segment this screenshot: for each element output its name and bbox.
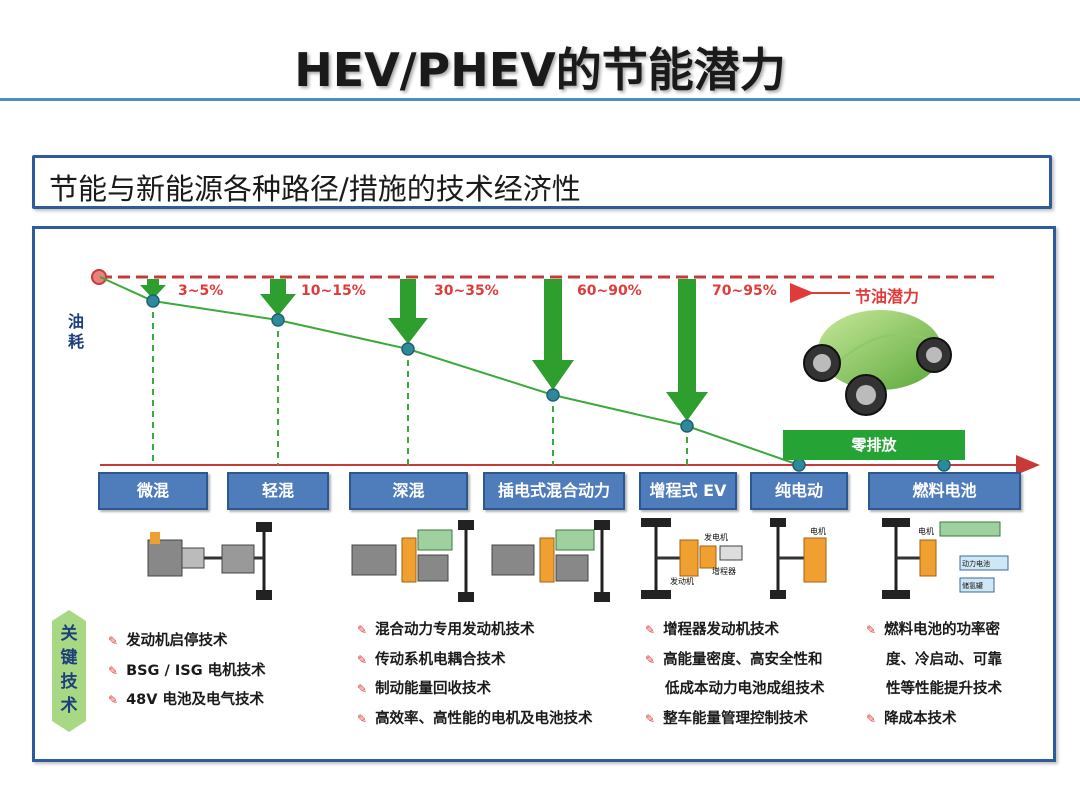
list-item: ✎制动能量回收技术: [357, 681, 492, 697]
list-item: ✎发动机启停技术: [108, 633, 228, 649]
list-item: ✎BSG / ISG 电机技术: [108, 662, 266, 679]
bullet-icon: ✎: [866, 711, 877, 726]
bullet-icon: ✎: [866, 623, 877, 637]
key-tech-char: 术: [60, 696, 78, 716]
node-fcev: [937, 458, 951, 472]
schematic-erev: 发电机 发动机 增程器: [641, 518, 743, 599]
label-engine: 发动机: [670, 576, 694, 586]
category-micro-hybrid: 微混: [98, 472, 208, 510]
bullet-icon: ✎: [108, 634, 119, 648]
node-erev: [680, 419, 694, 433]
bullet-icon: ✎: [108, 663, 119, 678]
bullet-icon: ✎: [645, 652, 656, 667]
label-motor-bev: 电机: [810, 526, 826, 536]
list-item: ✎48V 电池及电气技术: [108, 692, 265, 708]
bullet-icon: ✎: [357, 682, 368, 696]
key-tech-list-erev: ✎增程器发动机技术 ✎高能量密度、高安全性和 低成本动力电池成组技术 ✎整车能量…: [645, 616, 825, 734]
label-range-extender: 增程器: [712, 566, 736, 576]
bullet-icon: ✎: [357, 652, 368, 667]
bullet-icon: ✎: [357, 623, 368, 637]
list-item: ✎整车能量管理控制技术: [645, 710, 809, 727]
key-tech-char: 技: [60, 672, 78, 692]
schematic-phev: [491, 520, 610, 602]
list-item: ✎传动系机电耦合技术: [357, 651, 506, 668]
subtitle: 节能与新能源各种路径/措施的技术经济性: [49, 172, 581, 206]
category-range-extended-ev: 增程式 EV: [639, 472, 737, 510]
schematic-micro: [147, 522, 272, 600]
bullet-icon: ✎: [357, 711, 368, 726]
bullet-icon: ✎: [645, 623, 656, 637]
key-tech-list-hybrid: ✎混合动力专用发动机技术 ✎传动系机电耦合技术 ✎制动能量回收技术 ✎高效率、高…: [357, 616, 593, 734]
list-item: ✎高能量密度、高安全性和: [645, 651, 823, 668]
saving-label-phev: 60~90%: [577, 283, 642, 299]
saving-arrow-deep: [388, 279, 428, 344]
key-tech-list-fcev: ✎燃料电池的功率密 度、冷启动、可靠 性等性能提升技术 ✎降成本技术: [866, 616, 1002, 734]
y-axis-label-char: 油: [67, 312, 84, 331]
saving-arrow-phev: [532, 279, 574, 390]
category-mild-hybrid: 轻混: [227, 472, 329, 510]
potential-label: 节油潜力: [855, 287, 920, 306]
node-micro: [146, 294, 160, 308]
zero-emission-label: 零排放: [783, 430, 965, 460]
bullet-icon: ✎: [108, 693, 119, 707]
category-plugin-hybrid: 插电式混合动力: [483, 472, 625, 510]
subtitle-box: 节能与新能源各种路径/措施的技术经济性: [32, 155, 1052, 209]
schematic-bev: 电机: [770, 518, 827, 599]
label-generator: 发电机: [704, 532, 728, 542]
list-item: ✎燃料电池的功率密: [866, 622, 1001, 638]
list-item: 性等性能提升技术: [886, 681, 1002, 697]
page-title: HEV/PHEV的节能潜力: [294, 43, 786, 97]
y-axis-label-char: 耗: [67, 332, 84, 351]
list-item: ✎增程器发动机技术: [645, 622, 780, 638]
saving-arrow-erev: [666, 279, 708, 421]
key-tech-char: 关: [60, 624, 78, 644]
category-deep-hybrid: 深混: [349, 472, 468, 510]
title-divider: [0, 98, 1080, 101]
label-motor-fcev: 电机: [918, 526, 934, 536]
list-item: 低成本动力电池成组技术: [665, 681, 825, 697]
list-item: 度、冷启动、可靠: [886, 651, 1002, 668]
saving-arrow-mild: [260, 279, 296, 316]
leaf-car-image: [803, 310, 952, 416]
node-mild: [271, 313, 285, 327]
label-battery: 动力电池: [962, 559, 990, 568]
node-bev: [792, 458, 806, 472]
label-hydrogen-tank: 储氢罐: [962, 581, 983, 590]
node-phev: [546, 388, 560, 402]
origin-point: [91, 269, 107, 285]
saving-label-deep: 30~35%: [434, 283, 499, 299]
key-tech-label: 关 键 技 术: [52, 622, 86, 718]
schematic-fcev: 电机 动力电池 储氢罐: [882, 518, 1009, 599]
key-tech-list-micro-mild: ✎发动机启停技术 ✎BSG / ISG 电机技术 ✎48V 电池及电气技术: [108, 627, 266, 716]
category-fuel-cell: 燃料电池: [868, 472, 1021, 510]
saving-label-mild: 10~15%: [301, 283, 366, 299]
node-deep: [401, 342, 415, 356]
y-axis-label: 油 耗: [66, 312, 86, 352]
schematic-deep: [351, 520, 474, 602]
saving-arrow-micro: [140, 279, 166, 299]
key-tech-banner: [52, 610, 86, 732]
key-tech-char: 键: [60, 648, 78, 668]
category-battery-ev: 纯电动: [750, 472, 848, 510]
list-item: ✎混合动力专用发动机技术: [357, 622, 535, 638]
list-item: ✎高效率、高性能的电机及电池技术: [357, 710, 593, 727]
saving-label-micro: 3~5%: [178, 283, 223, 299]
list-item: ✎降成本技术: [866, 710, 957, 727]
bullet-icon: ✎: [645, 711, 656, 726]
saving-label-erev: 70~95%: [712, 283, 777, 299]
